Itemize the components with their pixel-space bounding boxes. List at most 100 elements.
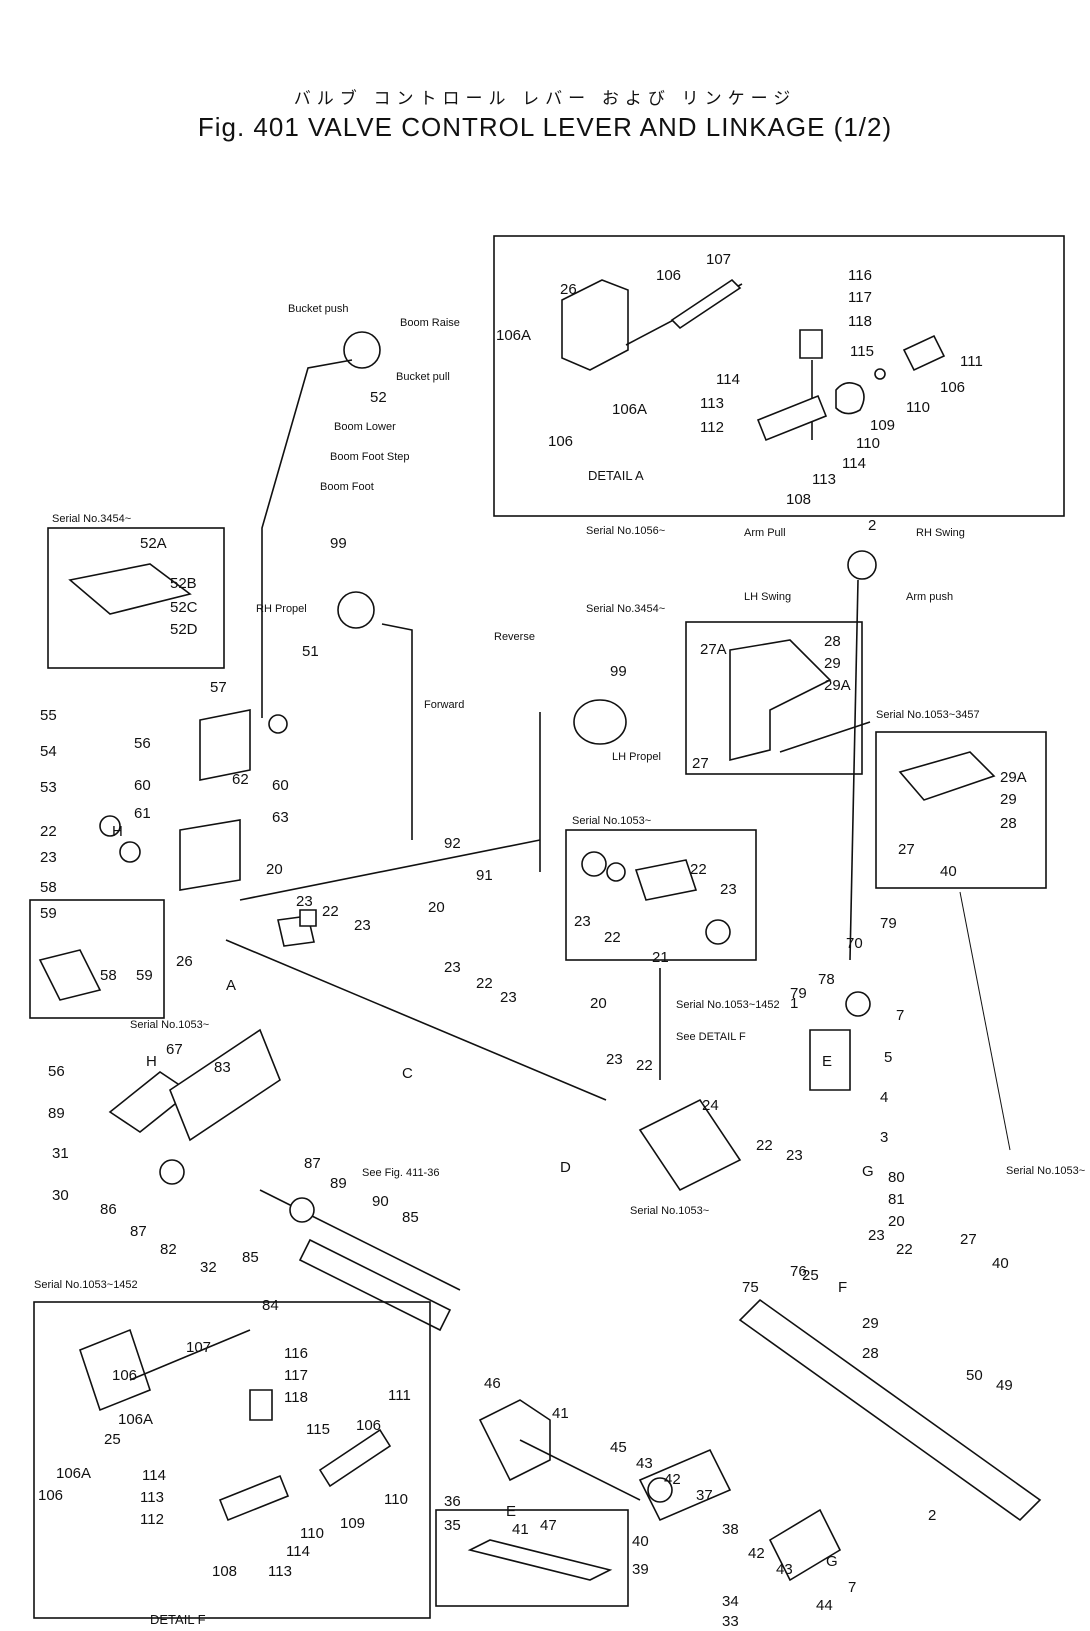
part-label-22-d: 22 xyxy=(636,1057,653,1074)
right-linkage: 24 Serial No.1053~1452 See DETAIL F 79 7… xyxy=(630,915,1085,1394)
part-label-23-i: 23 xyxy=(786,1147,803,1164)
ref-letter-d: D xyxy=(560,1159,571,1176)
part-label-23-e: 23 xyxy=(500,989,517,1006)
lh-propel-lever: 99 LH Propel xyxy=(539,663,661,872)
ref-letter-a: A xyxy=(226,977,236,994)
part-label-22-b: 22 xyxy=(322,903,339,920)
part-label-28-b: 28 xyxy=(1000,815,1017,832)
ref-letter-f: F xyxy=(838,1279,847,1296)
part-label-52c: 52C xyxy=(170,599,198,616)
part-label-106-f: 106 xyxy=(112,1367,137,1384)
part-label-59-a: 59 xyxy=(40,905,57,922)
part-label-110-a: 110 xyxy=(906,399,930,416)
part-label-21a: 2 xyxy=(928,1507,936,1524)
ref-letter-h-b: H xyxy=(146,1053,157,1070)
center-lower-assembly: 46 41 45 43 42 37 38 42 43 G 36 35 E 47 … xyxy=(444,1375,856,1630)
serial-note-7: Serial No.1053~1452 xyxy=(676,999,780,1011)
part-label-38: 38 xyxy=(722,1521,739,1538)
part-label-22-a: 22 xyxy=(40,823,57,840)
see-detail-f: See DETAIL F xyxy=(676,1031,746,1043)
serial-note-2: Serial No.1056~ xyxy=(586,525,665,537)
part-label-76: 76 xyxy=(790,1263,807,1280)
part-label-59-b: 59 xyxy=(136,967,153,984)
label-boom-foot-step: Boom Foot Step xyxy=(330,451,410,463)
part-label-39: 39 xyxy=(632,1561,649,1578)
part-label-21: 21 xyxy=(652,949,669,966)
part-label-29a-b: 29A xyxy=(1000,769,1027,786)
part-label-56-b: 56 xyxy=(48,1063,65,1080)
label-bucket-pull: Bucket pull xyxy=(396,371,450,383)
part-label-82: 82 xyxy=(160,1241,177,1258)
serial-note-10: Serial No.1053~1452 xyxy=(34,1279,138,1291)
label-arm-push: Arm push xyxy=(906,591,953,603)
label-boom-lower: Boom Lower xyxy=(334,421,396,433)
part-label-23-j: 23 xyxy=(868,1227,885,1244)
serial-1053-3457-inset: Serial No.1053~3457 29A 29 28 27 40 xyxy=(875,709,1047,889)
part-label-83: 83 xyxy=(214,1059,231,1076)
part-label-111-f: 111 xyxy=(388,1387,411,1404)
part-label-22-h: 22 xyxy=(896,1241,913,1258)
part-label-23-d: 23 xyxy=(444,959,461,976)
part-label-115-a: 115 xyxy=(850,343,874,360)
label-rh-propel: RH Propel xyxy=(256,603,307,615)
part-label-26-a: 26 xyxy=(560,281,577,298)
part-label-106a-f: 106A xyxy=(118,1411,153,1428)
part-label-36: 36 xyxy=(444,1493,461,1510)
detail-f-inset: Serial No.1053~1452 107 106 106A 25 106A… xyxy=(33,1279,431,1627)
part-label-63: 63 xyxy=(272,809,289,826)
part-label-43-a: 43 xyxy=(636,1455,653,1472)
part-label-29-a: 29 xyxy=(824,655,841,672)
part-label-91: 91 xyxy=(476,867,493,884)
part-label-117-a: 117 xyxy=(848,289,872,306)
part-label-61: 61 xyxy=(134,805,151,822)
part-label-29-c: 29 xyxy=(862,1315,879,1332)
part-label-99-a: 99 xyxy=(330,535,347,552)
part-label-27-c: 27 xyxy=(960,1231,977,1248)
ref-letter-h-a: H xyxy=(112,823,123,840)
part-label-70: 70 xyxy=(846,935,863,952)
part-label-60-b: 60 xyxy=(272,777,289,794)
part-label-117-f: 117 xyxy=(284,1367,308,1384)
part-label-86: 86 xyxy=(100,1201,117,1218)
part-label-90: 90 xyxy=(372,1193,389,1210)
part-label-52d: 52D xyxy=(170,621,198,638)
part-label-55: 55 xyxy=(40,707,57,724)
part-label-30-a: 30 xyxy=(52,1187,69,1204)
part-label-65: 85 xyxy=(242,1249,259,1266)
part-label-111-a: 111 xyxy=(960,353,983,370)
part-label-110-b: 110 xyxy=(856,435,880,452)
part-label-42-a: 42 xyxy=(664,1471,681,1488)
part-label-20-a: 20 xyxy=(266,861,283,878)
serial-note-1: Serial No.3454~ xyxy=(52,513,131,525)
part-label-118-a: 118 xyxy=(848,313,872,330)
part-label-89-b: 89 xyxy=(330,1175,347,1192)
part-label-35: 35 xyxy=(444,1517,461,1534)
ref-letter-g-a: G xyxy=(862,1163,874,1180)
part-label-23-c: 23 xyxy=(354,917,371,934)
left-bracket-assembly: 55 54 53 57 56 60 61 60 62 63 22 23 58 5… xyxy=(40,679,289,994)
part-label-109-a: 109 xyxy=(870,417,895,434)
detail-f-caption: DETAIL F xyxy=(150,1612,206,1627)
part-label-52: 52 xyxy=(370,389,387,406)
label-lh-propel: LH Propel xyxy=(612,751,661,763)
part-label-29a-a: 29A xyxy=(824,677,851,694)
part-label-115-f: 115 xyxy=(306,1421,330,1438)
serial-note-8: Serial No.1053~ xyxy=(1006,1165,1085,1177)
part-label-7-b: 7 xyxy=(848,1579,856,1596)
part-label-25-b: 25 xyxy=(104,1431,121,1448)
part-label-52b: 52B xyxy=(170,575,197,592)
part-label-34: 34 xyxy=(722,1593,739,1610)
part-label-28-c: 28 xyxy=(862,1345,879,1362)
part-label-87-b: 87 xyxy=(304,1155,321,1172)
part-label-78: 78 xyxy=(818,971,835,988)
part-label-106-c: 106 xyxy=(940,379,965,396)
label-reverse: Reverse xyxy=(494,631,535,643)
part-label-118-f: 118 xyxy=(284,1389,308,1406)
part-label-37: 37 xyxy=(696,1487,713,1504)
part-label-41-a: 41 xyxy=(552,1405,569,1422)
part-label-112-a: 112 xyxy=(700,419,724,436)
part-label-22-c: 22 xyxy=(476,975,493,992)
part-label-67: 67 xyxy=(166,1041,183,1058)
part-label-110-f: 110 xyxy=(384,1491,408,1508)
